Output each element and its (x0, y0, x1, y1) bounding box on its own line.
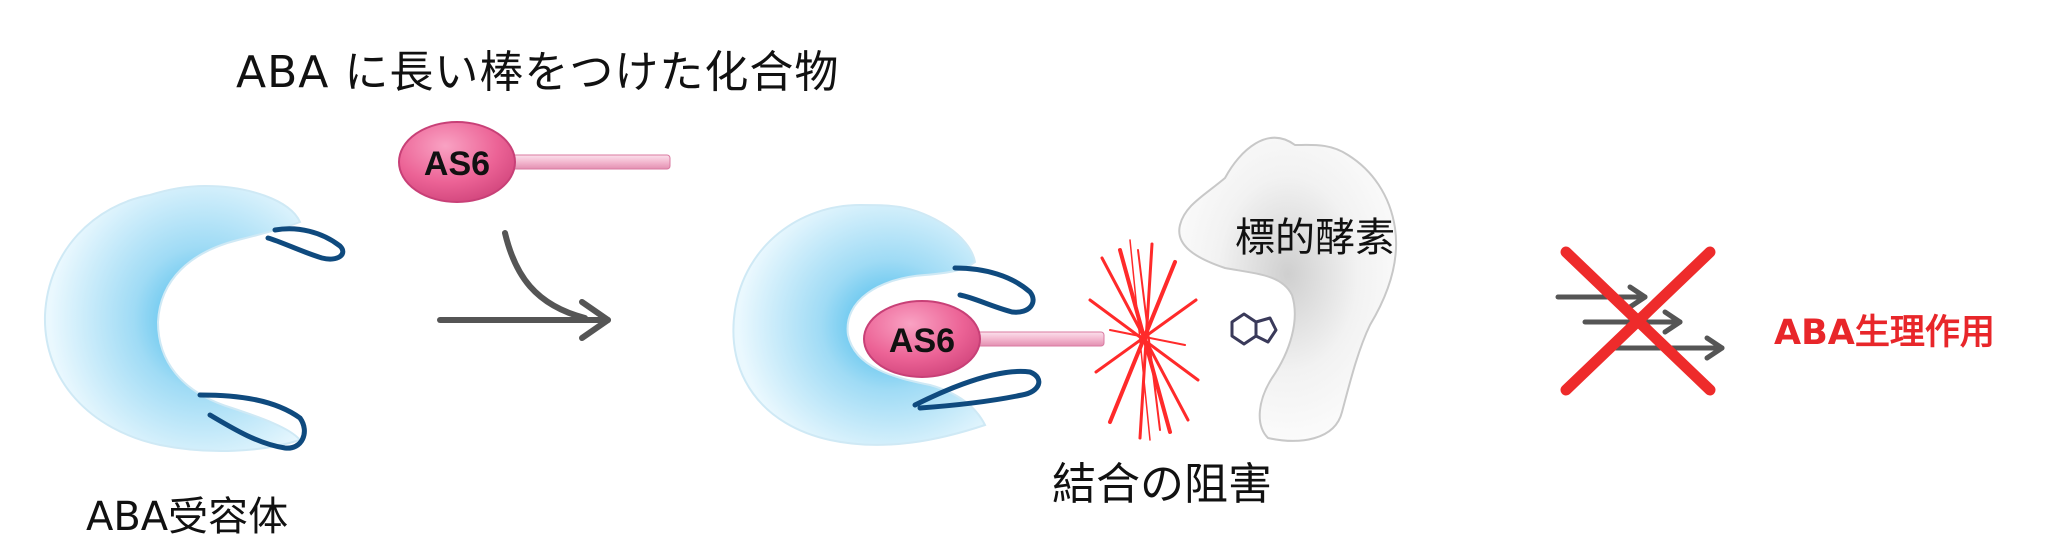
indole-molecule-icon (1230, 312, 1278, 346)
receptor-label: ABA受容体 (86, 494, 289, 540)
receptor-upper-loop (265, 226, 346, 262)
as6-free-label: AS6 (424, 145, 490, 183)
aba-effect-label: ABA生理作用 (1774, 313, 1995, 353)
aba-receptor (43, 184, 346, 453)
inhibition-burst-icon (1088, 239, 1200, 441)
arrow-head-icon (579, 299, 611, 341)
cross-icon (1560, 246, 1716, 396)
receptor-bound-lower-loop (912, 368, 1042, 411)
target-enzyme (1178, 136, 1398, 442)
receptor-bound-upper-loop (952, 265, 1036, 315)
blocked-signaling (1555, 246, 1725, 396)
as6-stick (511, 154, 671, 170)
receptor-lower-loop (197, 392, 307, 451)
receptor-body (43, 184, 302, 453)
as6-bound-head (863, 300, 981, 378)
target-enzyme-label: 標的酵素 (1235, 215, 1395, 261)
receptor-bound-body (732, 203, 987, 446)
reaction-arrow (437, 230, 611, 341)
curved-arrow-line (502, 230, 588, 321)
as6-bound-label: AS6 (889, 322, 955, 360)
as6-head (398, 121, 516, 203)
as6-bound-stick (967, 331, 1105, 347)
binding-inhibition-label: 結合の阻害 (1052, 459, 1272, 510)
diagram-title: ABA に長い棒をつけた化合物 (236, 47, 840, 98)
enzyme-body (1178, 136, 1398, 442)
aba-receptor-bound: AS6 (732, 203, 1105, 446)
as6-compound-free: AS6 (398, 121, 671, 203)
